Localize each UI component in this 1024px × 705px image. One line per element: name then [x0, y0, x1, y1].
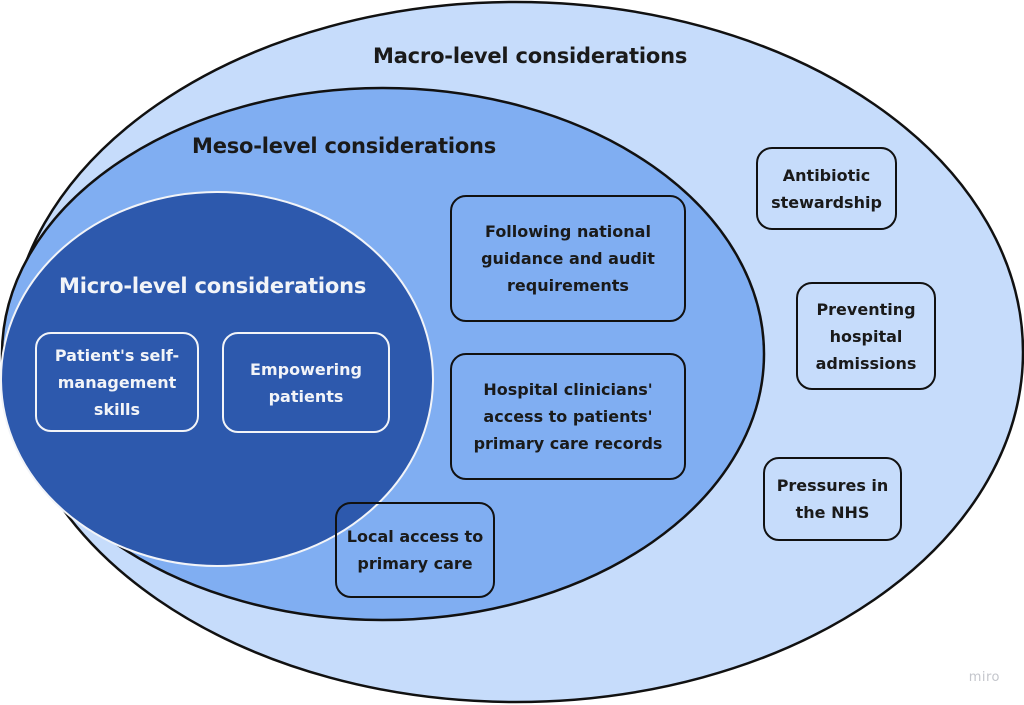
meso-item-national-guidance: Following national guidance and audit re… — [450, 195, 686, 322]
micro-item-self-management: Patient's self- management skills — [35, 332, 199, 432]
meso-level-title: Meso-level considerations — [192, 134, 497, 158]
macro-level-title: Macro-level considerations — [373, 44, 688, 68]
macro-item-antibiotic-stewardship: Antibiotic stewardship — [756, 147, 897, 230]
meso-item-clinician-record-access: Hospital clinicians' access to patients'… — [450, 353, 686, 480]
macro-item-preventing-admissions: Preventing hospital admissions — [796, 282, 936, 390]
macro-item-nhs-pressures: Pressures in the NHS — [763, 457, 902, 541]
micro-level-title: Micro-level considerations — [59, 274, 367, 298]
micro-item-empowering-patients: Empowering patients — [222, 332, 390, 433]
micro-level-ellipse — [0, 191, 434, 567]
miro-watermark: miro — [968, 670, 1000, 685]
meso-item-local-primary-care: Local access to primary care — [335, 502, 495, 598]
